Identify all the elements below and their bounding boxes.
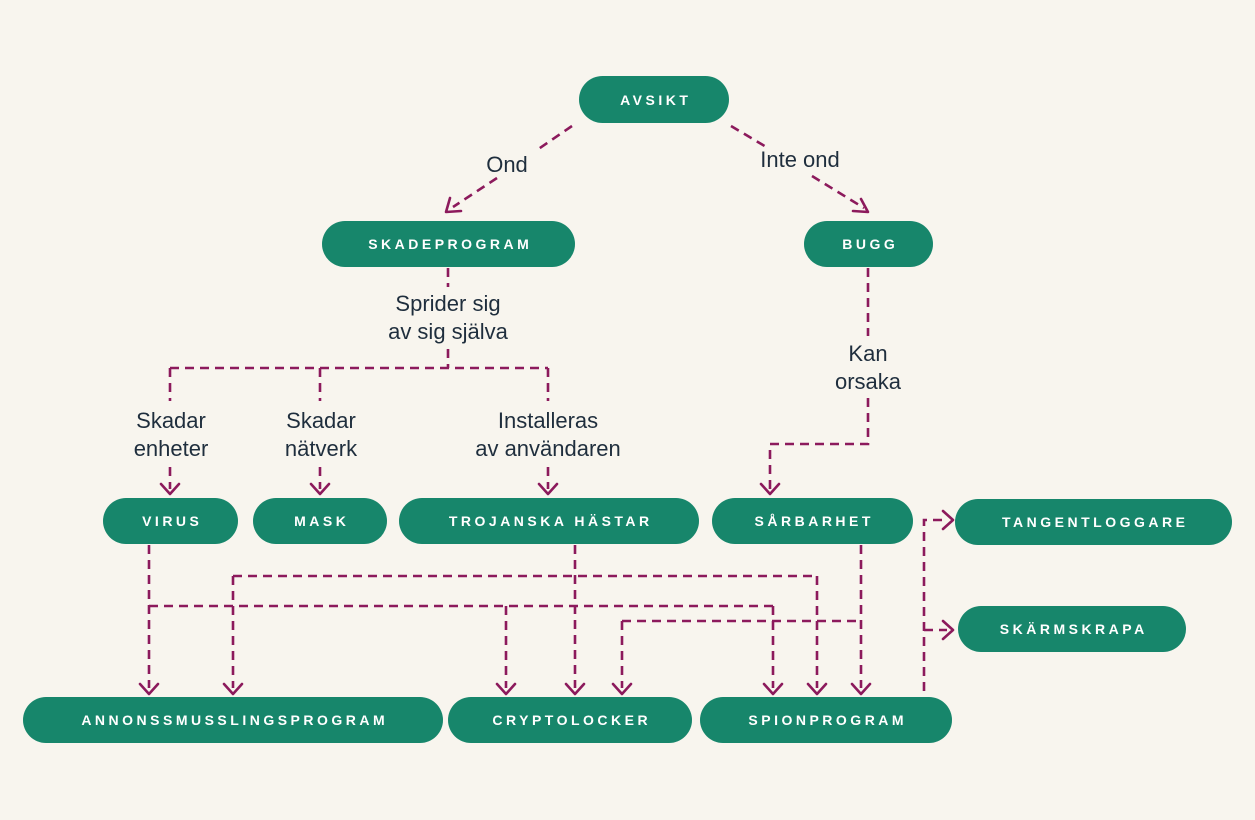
arrowhead-cryptolocker-3: [611, 682, 633, 696]
arrowhead-tangentloggare: [941, 509, 955, 531]
edge-avsikt-bugg-line: [730, 124, 769, 150]
edge-bugg-sarbarhet: [759, 268, 870, 496]
edge-avsikt-skadeprogram-line2: [452, 176, 498, 209]
arrowhead-spion-2: [806, 682, 828, 696]
edge-avsikt-skadeprogram-line: [536, 124, 573, 152]
node-skarmskrapa: SKÄRMSKRAPA: [958, 606, 1186, 652]
edge-virus-children: [138, 545, 784, 696]
node-bugg: BUGG: [804, 221, 933, 267]
edge-label-sprider-sig-line2: av sig själva: [388, 319, 508, 344]
arrowhead-cryptolocker-2: [564, 682, 586, 696]
edge-label-skadar-natverk-line1: Skadar: [286, 408, 356, 434]
edge-label-sprider-sig: Sprider sig av sig själva: [388, 290, 508, 346]
edge-label-skadar-enheter-line2: enheter: [133, 436, 209, 461]
edge-label-skadar-natverk-line2: nätverk: [284, 436, 358, 461]
arrowhead-virus: [159, 482, 181, 496]
arrowhead-bugg: [851, 197, 870, 214]
edge-label-sprider-sig-line1: Sprider sig: [395, 291, 501, 317]
edge-avsikt-bugg: [730, 124, 870, 214]
edge-label-kan-orsaka-line1: Kan: [848, 341, 888, 367]
node-sarbarhet: SÅRBARHET: [712, 498, 913, 544]
arrowhead-trojan: [537, 482, 559, 496]
edge-skadeprogram-split: [159, 268, 559, 496]
edge-label-installeras-line2: av användaren: [475, 436, 621, 461]
edge-avsikt-bugg-line2: [811, 174, 865, 210]
edge-label-installeras: Installeras av användaren: [475, 407, 621, 463]
edge-label-skadar-enheter: Skadar enheter: [134, 407, 209, 463]
edge-trojan-children: [222, 545, 828, 696]
node-tangentloggare: TANGENTLOGGARE: [955, 499, 1232, 545]
node-cryptolocker: CRYPTOLOCKER: [448, 697, 692, 743]
arrowhead-skadeprogram: [444, 196, 463, 214]
arrowhead-mask: [309, 482, 331, 496]
edge-spion-children: [922, 509, 955, 691]
arrowhead-annons-1: [138, 682, 160, 696]
arrowhead-annons-2: [222, 682, 244, 696]
node-spionprogram: SPIONPROGRAM: [700, 697, 952, 743]
arrowhead-sarbarhet: [759, 482, 781, 496]
edge-label-skadar-natverk: Skadar nätverk: [285, 407, 357, 463]
edge-label-kan-orsaka-line2: orsaka: [834, 369, 902, 394]
node-mask: MASK: [253, 498, 387, 544]
edge-label-installeras-line1: Installeras: [497, 408, 599, 434]
node-trojanska-hastar: TROJANSKA HÄSTAR: [399, 498, 699, 544]
edge-label-ond: Ond: [486, 152, 528, 178]
node-avsikt: AVSIKT: [579, 76, 729, 123]
node-virus: VIRUS: [103, 498, 238, 544]
arrowhead-cryptolocker-1: [495, 682, 517, 696]
node-annonssmusslingsprogram: ANNONSSMUSSLINGSPROGRAM: [23, 697, 443, 743]
node-skadeprogram: SKADEPROGRAM: [322, 221, 575, 267]
edge-spion-up: [922, 518, 947, 691]
arrowhead-spion-3: [850, 682, 872, 696]
arrowhead-skarmskrapa: [941, 619, 955, 641]
edge-label-skadar-enheter-line1: Skadar: [136, 408, 206, 434]
edge-label-kan-orsaka: Kan orsaka: [835, 340, 901, 396]
edge-sarbarhet-children: [611, 545, 872, 696]
edge-avsikt-skadeprogram: [444, 124, 573, 214]
edge-bugg-elbow: [768, 398, 870, 489]
edge-label-inte-ond: Inte ond: [760, 147, 840, 173]
arrowhead-spion-1: [762, 682, 784, 696]
